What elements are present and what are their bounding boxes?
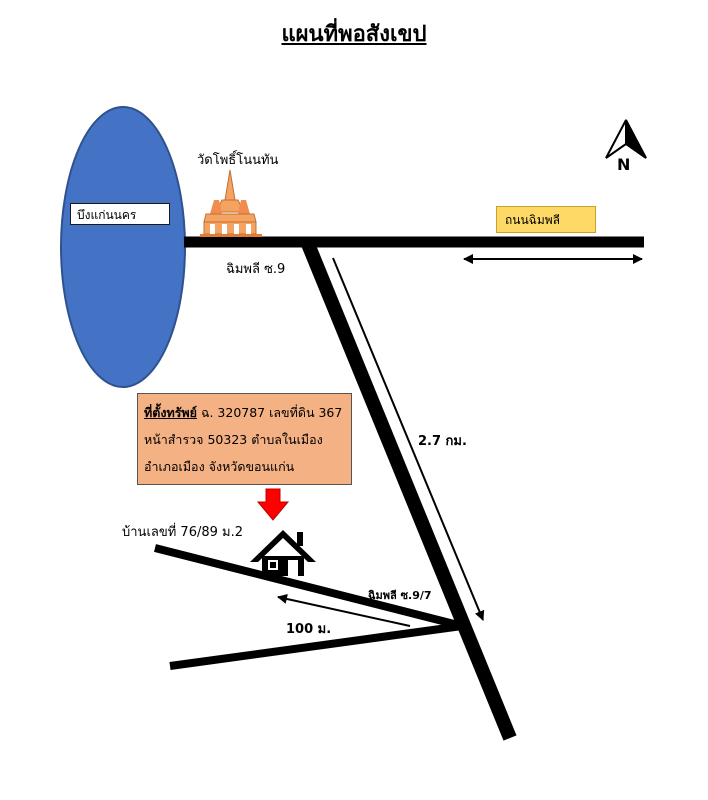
house-icon	[250, 530, 316, 576]
location-marker-icon	[256, 488, 290, 521]
soi-9-label: ฉิมพลี ซ.9	[226, 262, 286, 277]
property-info-line1: ที่ตั้งทรัพย์ ฉ. 320787 เลขที่ดิน 367	[144, 399, 345, 426]
map-title: แผนที่พอสังเขป	[281, 21, 427, 47]
temple-label: วัดโพธิ์โนนทัน	[197, 153, 279, 168]
distance-long-arrow	[332, 257, 485, 621]
lake-label: บึงแก่นนคร	[70, 203, 170, 225]
soi-9-7-label: ฉิมพลี ซ.9/7	[368, 589, 432, 602]
property-info-box: ที่ตั้งทรัพย์ ฉ. 320787 เลขที่ดิน 367 หน…	[137, 393, 352, 485]
distance-short-label: 100 ม.	[286, 622, 332, 637]
north-arrow-icon	[605, 119, 647, 159]
distance-short-arrow	[277, 594, 411, 627]
temple-icon	[200, 169, 262, 237]
distance-long-label: 2.7 กม.	[418, 434, 467, 449]
property-deed: ฉ. 320787 เลขที่ดิน 367	[196, 405, 343, 420]
lower-road	[169, 622, 463, 670]
north-label: N	[617, 155, 631, 174]
main-road-sign: ถนนฉิมพลี	[496, 206, 596, 233]
property-info-line2: หน้าสำรวจ 50323 ตำบลในเมือง	[144, 432, 323, 447]
soi-9-road	[301, 241, 517, 741]
soi-9-7-road	[154, 544, 463, 630]
property-heading: ที่ตั้งทรัพย์	[144, 405, 197, 420]
property-info-line3: อำเภอเมือง จังหวัดขอนแก่น	[144, 459, 295, 474]
lake-shape	[60, 106, 186, 388]
house-number-label: บ้านเลขที่ 76/89 ม.2	[122, 525, 244, 540]
